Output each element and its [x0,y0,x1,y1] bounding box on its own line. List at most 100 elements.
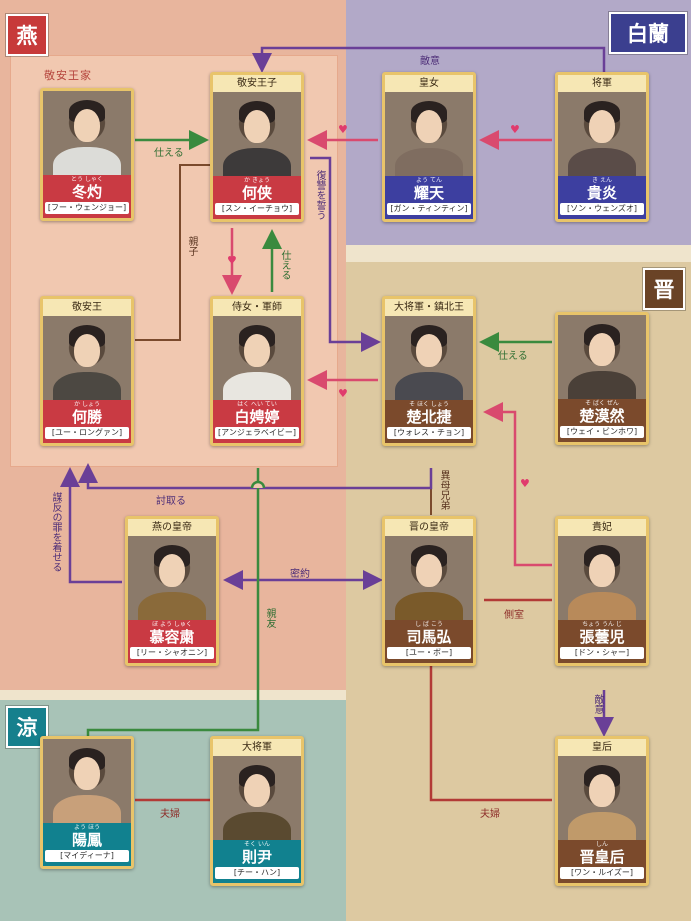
heart-icon: ♥ [510,123,520,136]
character-actor: [ガン・ティンティン] [387,203,471,215]
yan-wang-family-title: 敬安王家 [44,69,92,82]
character-card-zhangyunr: 貴妃ちょう うん じ張蕓児[ドン・シャー] [555,516,649,666]
character-card-baipingting: 侍女・軍師はく へい てい白娉婷[アンジェラベイビー] [210,296,304,446]
character-nameplate: か しょう何勝[ユー・ロングァン] [43,400,131,443]
link-hesheng-heyi [135,164,210,341]
character-ruby: ちょう うん じ [582,621,622,628]
character-actor: [ドン・シャー] [560,647,644,659]
character-name: 白娉婷 [234,408,280,426]
heart-icon: ♥ [338,123,348,136]
character-role: 燕の皇帝 [128,519,216,536]
character-ruby: ぼ よう しゅく [152,621,192,628]
heart-icon: ♥ [227,254,237,267]
character-actor: [ユー・ボー] [387,647,471,659]
character-actor: [アンジェラベイビー] [215,427,299,439]
character-role: 大将軍 [213,739,301,756]
label-serve-dongshuo: 仕える [154,148,184,159]
character-card-chumoran: そ ばく ぜん楚漠然[ウェイ・ビンホワ] [555,312,649,445]
label-serve-baipingting: 仕える [279,250,290,280]
character-nameplate: か きょう何侠[スン・イーチョウ] [213,176,301,219]
label-spouse-yangfeng: 夫婦 [160,809,180,820]
character-actor: [ワン・ルイズー] [560,867,644,879]
link-zhangyunr-chubeijie [483,402,552,567]
character-ruby: よう ほう [74,824,100,831]
character-card-hesheng: 敬安王か しょう何勝[ユー・ロングァン] [40,296,134,446]
character-ruby: よう てん [416,177,442,184]
character-nameplate: き えん貴炎[ソン・ウェンズオ] [558,176,646,219]
character-card-murongsu: 燕の皇帝ぼ よう しゅく慕容粛[リー・シャオニン] [125,516,219,666]
label-kill: 討取る [156,496,186,507]
character-portrait [213,92,301,176]
link-guiyan-heyi-hostile [252,46,606,73]
character-name: 何侠 [241,184,272,202]
label-serve-chumoran: 仕える [498,351,528,362]
character-card-dongshuo: とう しゃく冬灼[フー・ウェンジョー] [40,88,134,221]
character-nameplate: ちょう うん じ張蕓児[ドン・シャー] [558,620,646,663]
label-hostile-guiyan: 敵意 [420,56,440,67]
badge-bailan: 白蘭 [609,12,687,54]
character-role: 将軍 [558,75,646,92]
label-kinship: 親子 [186,236,197,256]
character-name: 晋皇后 [579,848,625,866]
character-ruby: そ ばく ぜん [585,400,619,407]
character-role: 貴妃 [558,519,646,536]
character-role: 敬安王 [43,299,131,316]
label-hostile-zhangyunr: 敵意 [592,694,603,714]
character-nameplate: よう ほう陽鳳[マイディーナ] [43,823,131,866]
character-portrait [43,316,131,400]
character-card-heyi: 敬安王子か きょう何侠[スン・イーチョウ] [210,72,304,222]
character-portrait [558,756,646,840]
character-ruby: か きょう [244,177,270,184]
character-ruby: き えん [592,177,612,184]
character-actor: [ユー・ロングァン] [45,427,129,439]
label-half-brothers: 異母兄弟 [438,470,449,510]
character-portrait [128,536,216,620]
character-actor: [チー・ハン] [215,867,299,879]
character-ruby: とう しゃく [71,176,103,183]
badge-yan: 燕 [6,14,48,56]
character-nameplate: ぼ よう しゅく慕容粛[リー・シャオニン] [128,620,216,663]
character-card-zeyin: 大将軍そく いん則尹[チー・ハン] [210,736,304,886]
character-nameplate: そ ばく ぜん楚漠然[ウェイ・ビンホワ] [558,399,646,442]
badge-jin: 晋 [643,268,685,310]
character-nameplate: そく いん則尹[チー・ハン] [213,840,301,883]
character-role: 皇女 [385,75,473,92]
character-ruby: そく いん [244,841,270,848]
label-secret-pact: 密約 [290,569,310,580]
character-portrait [558,536,646,620]
character-actor: [ソン・ウェンズオ] [560,203,644,215]
heart-icon: ♥ [338,387,348,400]
character-name: 楚漠然 [579,407,625,425]
character-ruby: はく へい てい [237,401,277,408]
character-role: 敬安王子 [213,75,301,92]
link-heyi-chubeijie-revenge [310,156,381,352]
character-portrait [43,739,131,823]
character-nameplate: とう しゃく冬灼[フー・ウェンジョー] [43,175,131,218]
character-ruby: しん [595,841,608,848]
character-card-chubeijie: 大将軍・鎮北王そ ほく しょう楚北捷[ウォレス・チョン] [382,296,476,446]
character-card-guiyan: 将軍き えん貴炎[ソン・ウェンズオ] [555,72,649,222]
character-name: 司馬弘 [406,628,452,646]
character-name: 貴炎 [586,184,617,202]
character-portrait [385,92,473,176]
character-name: 慕容粛 [149,628,195,646]
character-actor: [マイディーナ] [45,850,129,862]
character-actor: [フー・ウェンジョー] [45,202,129,214]
character-actor: [リー・シャオニン] [130,647,214,659]
character-role: 晋の皇帝 [385,519,473,536]
character-name: 冬灼 [71,183,102,201]
label-vow-revenge: 復讐を誓う [314,170,325,220]
character-role: 皇后 [558,739,646,756]
character-ruby: そ ほく しょう [409,401,449,408]
character-actor: [ウォレス・チョン] [387,427,471,439]
label-spouse-simahong: 夫婦 [480,809,500,820]
character-portrait [213,316,301,400]
character-role: 大将軍・鎮北王 [385,299,473,316]
character-name: 何勝 [71,408,102,426]
character-portrait [213,756,301,840]
character-portrait [558,92,646,176]
character-card-yaotian: 皇女よう てん耀天[ガン・ティンティン] [382,72,476,222]
heart-icon: ♥ [520,477,530,490]
label-treason: 謀反の罪を着せる [50,492,61,572]
